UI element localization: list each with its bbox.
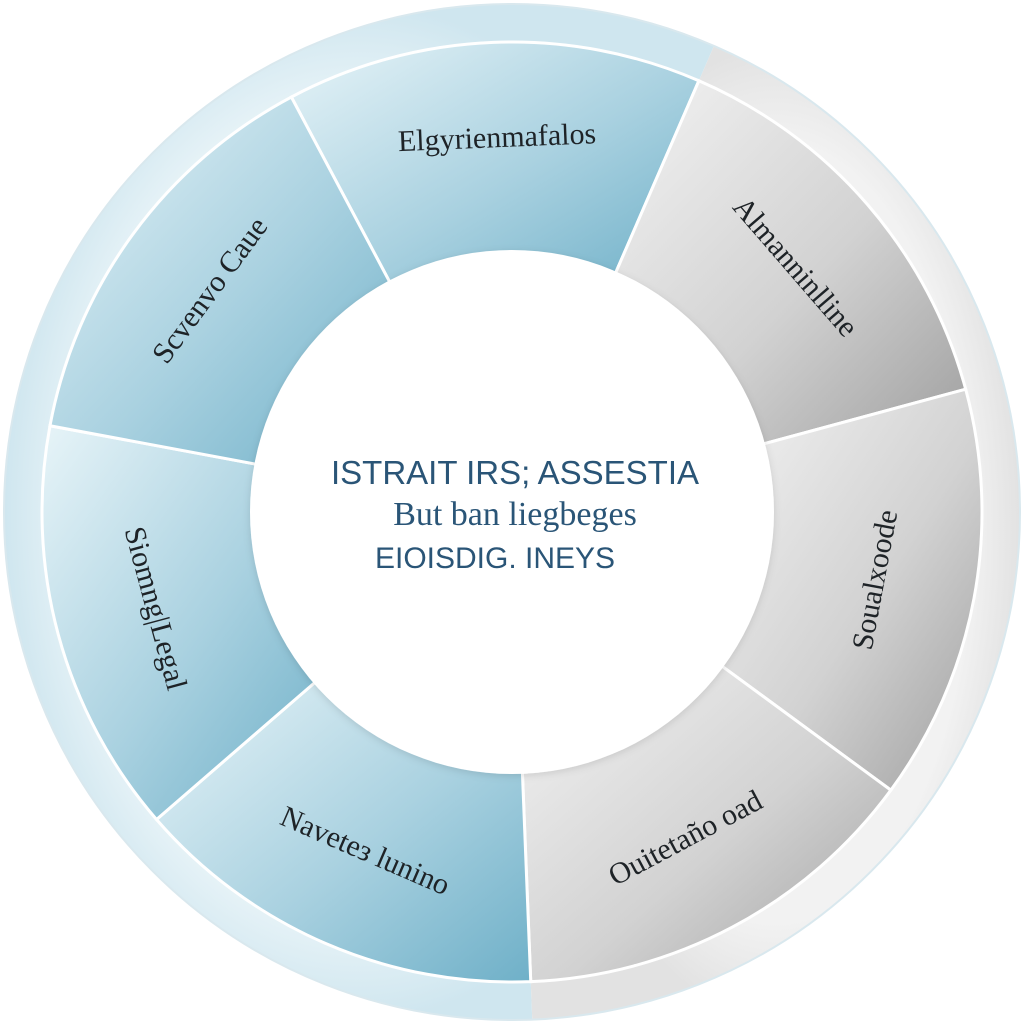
center-circle bbox=[250, 250, 774, 774]
segment-label-1: Elgyrienmafalos bbox=[397, 117, 596, 158]
center-line-2: But ban liegbeges bbox=[393, 496, 637, 533]
center-line-1: ISTRAIT IRS; ASSESTIA bbox=[331, 454, 699, 491]
center-text: ISTRAIT IRS; ASSESTIA But ban liegbeges … bbox=[331, 454, 699, 575]
outer-ring bbox=[3, 3, 1021, 1021]
center-line-3: EIOISDIG. INEYS bbox=[375, 542, 615, 575]
outer-ring-edge bbox=[3, 3, 1021, 1021]
